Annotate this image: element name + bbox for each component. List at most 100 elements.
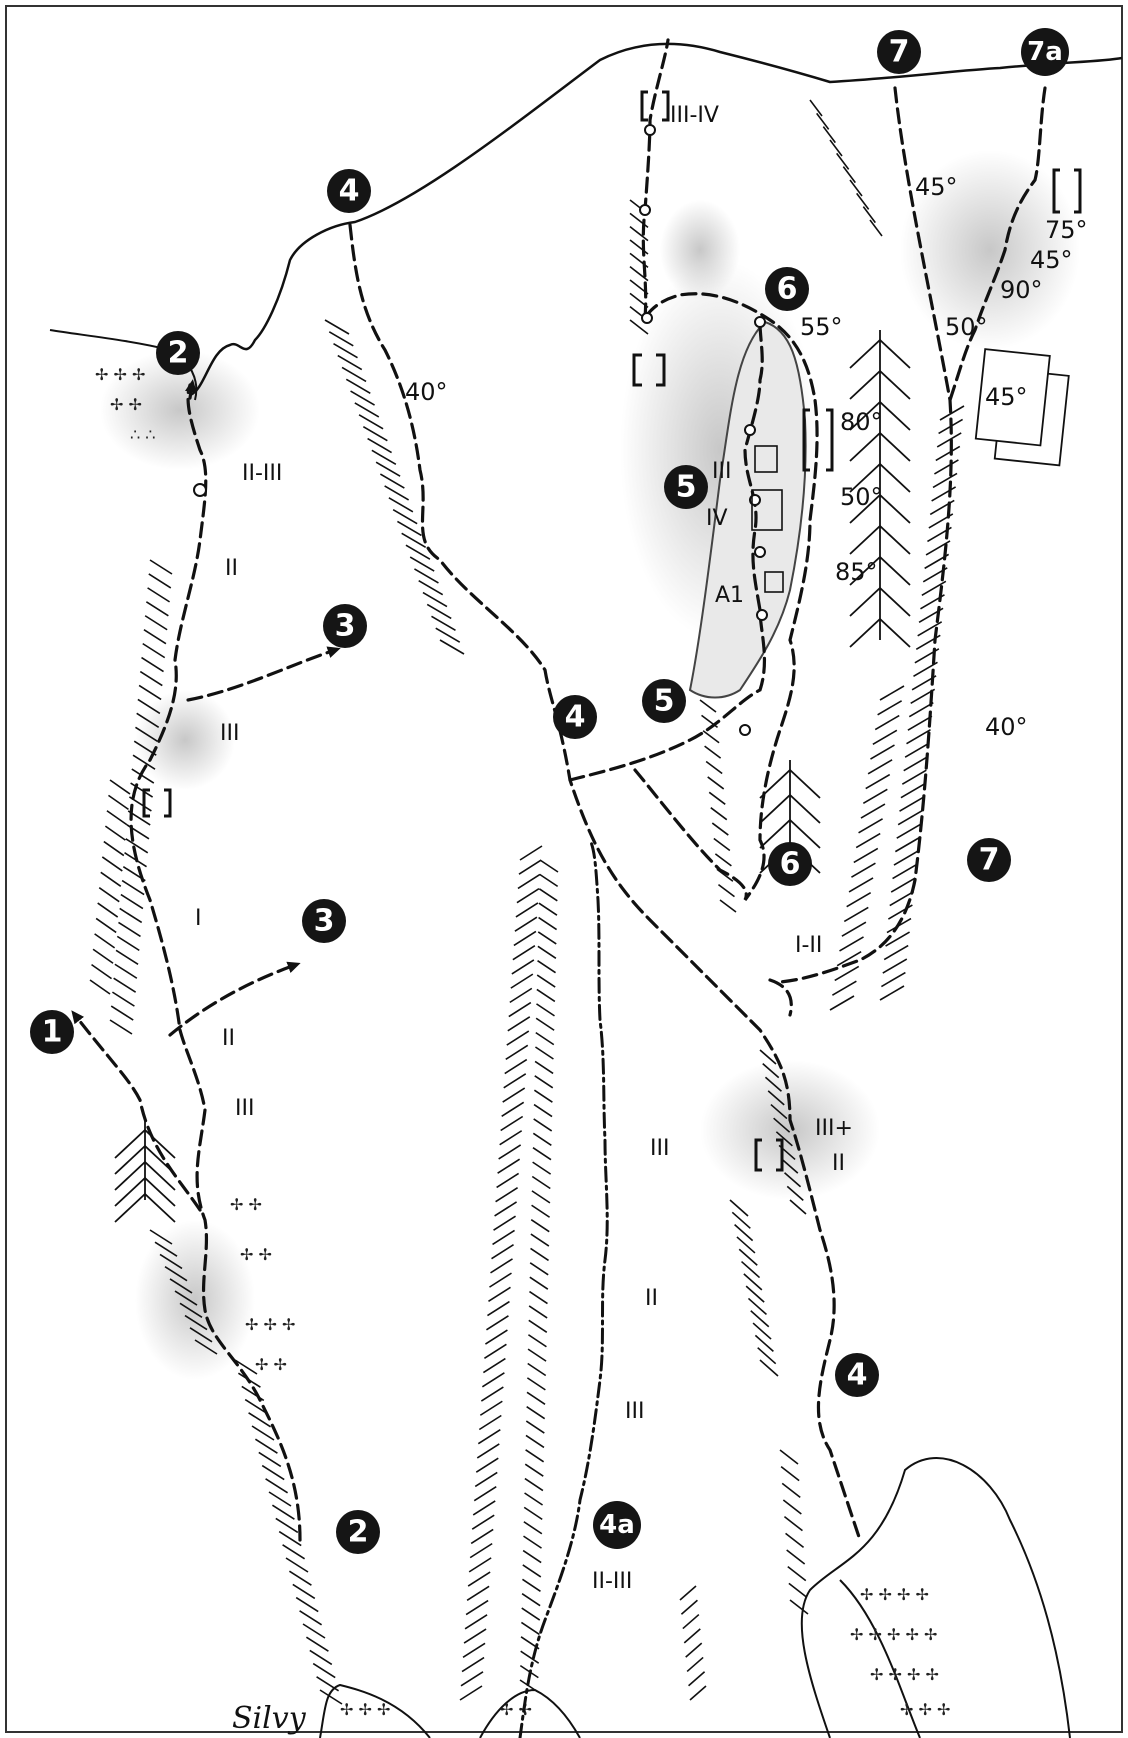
- svg-text:7: 7: [889, 35, 910, 70]
- svg-text:5: 5: [654, 684, 675, 719]
- hatch-mark: [714, 838, 730, 850]
- hatch-mark: [534, 1105, 552, 1117]
- route-marker-4-mid[interactable]: 4: [553, 695, 597, 739]
- hatch-mark: [823, 127, 835, 143]
- hatch-mark: [700, 700, 716, 712]
- route-marker-1[interactable]: 1: [30, 1010, 74, 1054]
- hatch-mark: [385, 486, 409, 500]
- hatch-mark: [98, 903, 118, 917]
- svg-text:∴ ∴: ∴ ∴: [130, 425, 155, 444]
- hatch-mark: [112, 992, 134, 1006]
- svg-text:✢ ✢: ✢ ✢: [500, 1700, 532, 1719]
- route-marker-4-top[interactable]: 4: [327, 169, 371, 213]
- route-marker-2-top[interactable]: 2: [156, 331, 200, 375]
- grade-label: II-III: [242, 461, 282, 486]
- hatch-mark: [338, 356, 362, 370]
- hatch-mark: [96, 918, 116, 932]
- hatch-mark: [810, 100, 822, 116]
- hatch-mark: [476, 1458, 498, 1472]
- hatch-mark: [101, 872, 121, 886]
- hatch-mark: [529, 1320, 547, 1332]
- route-marker-7-top[interactable]: 7: [877, 30, 921, 74]
- hatch-mark: [440, 640, 464, 654]
- hatch-mark: [689, 1672, 705, 1686]
- hatch-mark: [436, 628, 460, 642]
- hatch-mark: [269, 1492, 291, 1506]
- angle-label: 50°: [945, 313, 988, 341]
- route-marker-4a[interactable]: 4a: [593, 1501, 641, 1549]
- hatch-mark: [526, 1421, 544, 1433]
- hatch-mark: [690, 1686, 706, 1700]
- hatch-mark: [102, 857, 122, 871]
- route-marker-7-lower[interactable]: 7: [967, 838, 1011, 882]
- angle-label: 40°: [985, 713, 1028, 741]
- route-marker-4-bottom[interactable]: 4: [835, 1353, 879, 1397]
- svg-text:3: 3: [314, 904, 335, 939]
- hatch-mark: [535, 1076, 553, 1088]
- hatch-mark: [897, 824, 921, 838]
- hatch-mark: [389, 498, 413, 512]
- hatch-mark: [898, 811, 922, 825]
- hatch-mark: [861, 804, 885, 818]
- hatch-mark: [856, 834, 880, 848]
- hatch-mark: [539, 918, 557, 930]
- hatch-mark: [150, 560, 172, 574]
- hatch-mark: [262, 1466, 284, 1480]
- hatch-mark: [272, 1505, 294, 1519]
- route-marker-3-upper[interactable]: 3: [323, 604, 367, 648]
- route-marker-7a[interactable]: 7a: [1021, 28, 1069, 76]
- hatch-mark: [516, 903, 538, 917]
- route-marker-5-upper[interactable]: 5: [664, 465, 708, 509]
- hatch-mark: [709, 792, 725, 804]
- grade-label: III: [235, 1096, 254, 1121]
- hatch-mark: [870, 220, 882, 236]
- angle-label: 55°: [800, 313, 843, 341]
- hatch-mark: [483, 1359, 505, 1373]
- hatch-mark: [873, 730, 897, 744]
- hatch-mark: [508, 1017, 530, 1031]
- hatch-mark: [523, 1565, 541, 1577]
- hatch-mark: [266, 1479, 288, 1493]
- hatch-mark: [687, 1657, 703, 1671]
- hatch-mark: [501, 1117, 523, 1131]
- hatch-mark: [875, 716, 899, 730]
- hatch-mark: [859, 819, 883, 833]
- svg-text:✢ ✢ ✢: ✢ ✢ ✢: [95, 365, 145, 384]
- hatch-mark: [505, 1060, 527, 1074]
- hatch-mark: [509, 1003, 531, 1017]
- svg-text:✢ ✢ ✢ ✢: ✢ ✢ ✢ ✢: [870, 1665, 939, 1684]
- route-marker-2-bottom[interactable]: 2: [336, 1510, 380, 1554]
- hatch-mark: [480, 1401, 502, 1415]
- route-marker-6-lower[interactable]: 6: [768, 842, 812, 886]
- hatch-mark: [512, 960, 534, 974]
- hatch-mark: [410, 557, 434, 571]
- hatch-mark: [142, 658, 164, 672]
- svg-text:✢ ✢: ✢ ✢: [255, 1355, 287, 1374]
- hatch-mark: [481, 1387, 503, 1401]
- svg-text:✢ ✢: ✢ ✢: [230, 1195, 262, 1214]
- svg-text:4: 4: [565, 700, 586, 735]
- hatch-mark: [901, 784, 925, 798]
- hatch-mark: [122, 881, 144, 895]
- route-marker-5-lower[interactable]: 5: [642, 679, 686, 723]
- hatch-mark: [718, 885, 734, 897]
- route-marker-6-upper[interactable]: 6: [765, 267, 809, 311]
- hatch-mark: [530, 1277, 548, 1289]
- route-marker-3-lower[interactable]: 3: [302, 899, 346, 943]
- hatch-mark: [276, 1518, 298, 1532]
- hatch-mark: [868, 760, 892, 774]
- hatch-mark: [843, 167, 855, 183]
- hatch-mark: [310, 1650, 332, 1664]
- hatch-mark: [532, 1205, 550, 1217]
- hatch-mark: [681, 1600, 697, 1614]
- hatch-mark: [529, 1306, 547, 1318]
- hatch-mark: [686, 1643, 702, 1657]
- hatch-mark: [482, 1373, 504, 1387]
- hatch-mark: [540, 860, 558, 872]
- hatch-mark: [784, 1517, 802, 1531]
- svg-text:6: 6: [780, 847, 801, 882]
- hatch-mark: [259, 1452, 281, 1466]
- angle-label: 45°: [985, 383, 1028, 411]
- angle-label: 40°: [405, 378, 448, 406]
- hatch-mark: [533, 1162, 551, 1174]
